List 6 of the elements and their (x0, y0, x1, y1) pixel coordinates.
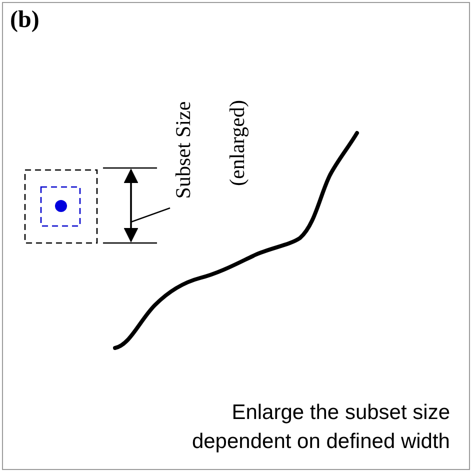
rotated-note: (enlarged) (224, 99, 250, 188)
dimension-line (103, 167, 157, 244)
leader-line (130, 207, 170, 223)
rotated-text: Subset Size (170, 80, 196, 220)
caption: Enlarge the subset size dependent on defined width (190, 400, 450, 455)
panel-label: (b) (10, 8, 40, 32)
